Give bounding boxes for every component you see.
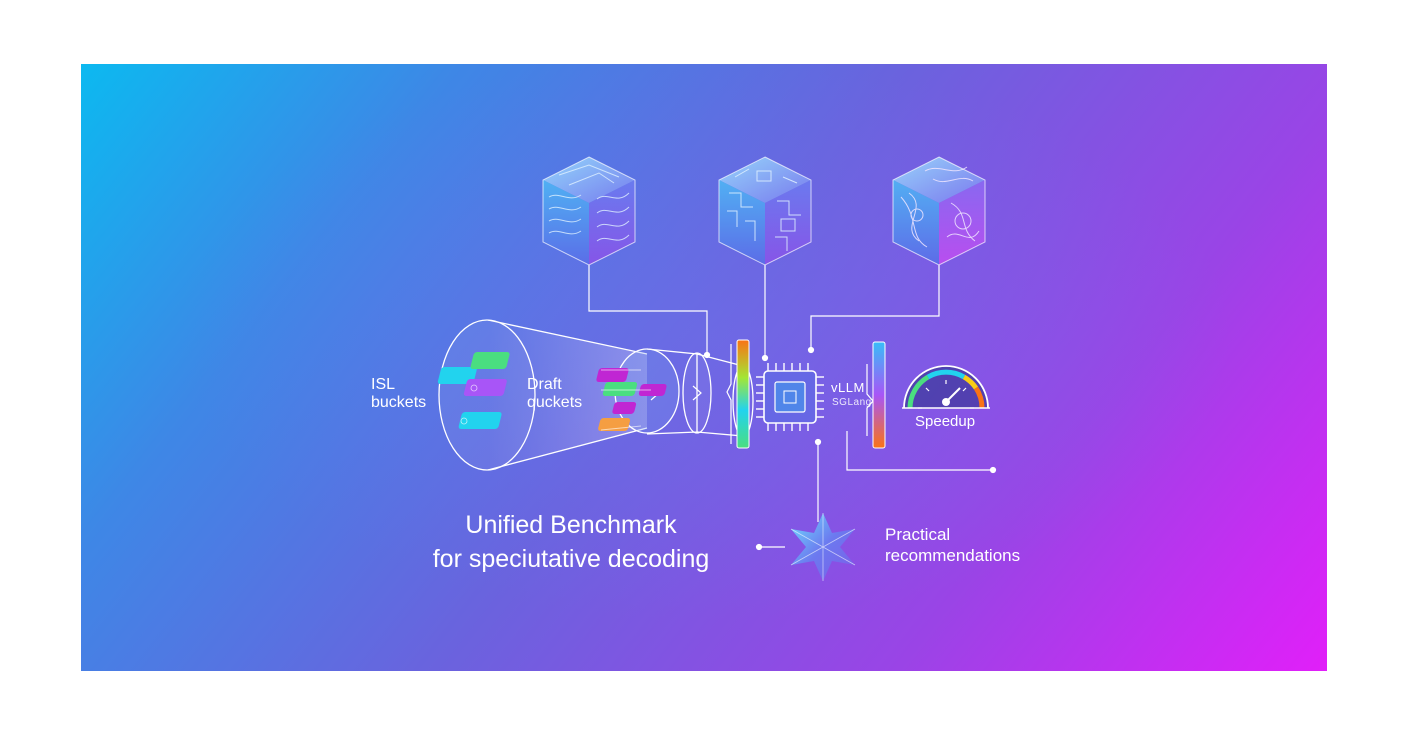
hero-panel: ISL buckets Draft quckets vLLM SGLang Sp… xyxy=(81,64,1327,671)
bucket-spectrum-bar xyxy=(726,339,750,449)
diagram-canvas xyxy=(437,156,997,581)
isl-buckets-label: ISL buckets xyxy=(371,376,427,411)
speedometer-icon xyxy=(902,365,990,409)
page-title: Unified Benchmark for speciutative decod… xyxy=(432,511,710,573)
recommendations-label: Practical recommendations xyxy=(885,525,1021,565)
model-cube-1-icon xyxy=(542,156,636,266)
model-cube-2-icon xyxy=(718,156,812,266)
speedup-spectrum-bar xyxy=(872,341,886,449)
isl-bucket-chips xyxy=(437,352,510,429)
engine-vllm-label: vLLM xyxy=(831,380,865,395)
engine-sglang-label: SGLang xyxy=(832,397,872,408)
draft-bucket-chips xyxy=(596,368,667,431)
draft-buckets-label: Draft quckets xyxy=(527,376,583,411)
speedup-label: Speedup xyxy=(915,413,976,430)
inference-chip-icon xyxy=(756,363,824,431)
cube-connectors xyxy=(588,265,940,362)
recommendation-star-icon xyxy=(790,513,856,581)
lower-connectors xyxy=(755,431,997,551)
model-cube-3-icon xyxy=(892,156,986,266)
